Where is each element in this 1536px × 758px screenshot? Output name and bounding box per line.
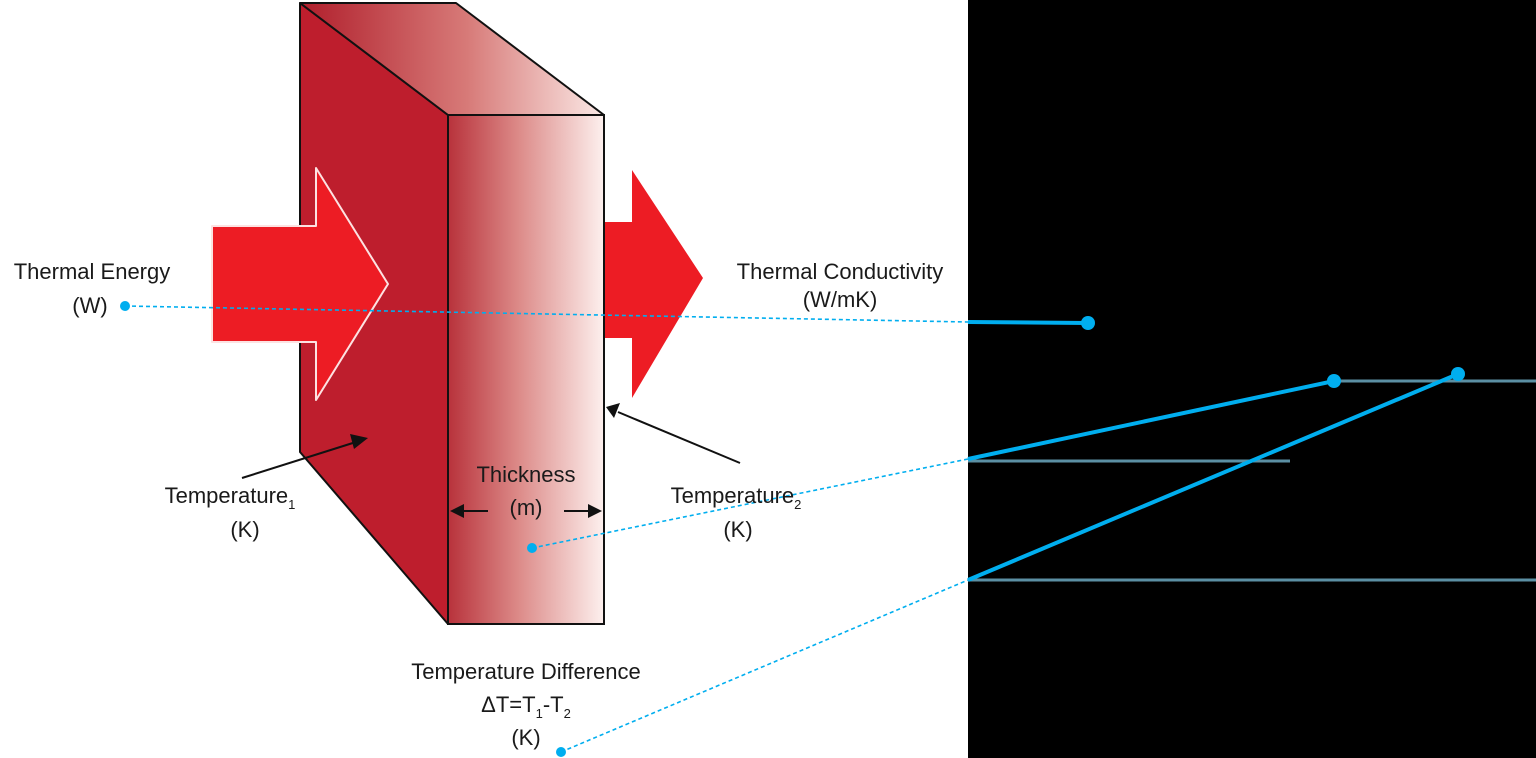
temperature-difference-label: Temperature Difference (411, 659, 641, 684)
thermal-conductivity-label: Thermal Conductivity (737, 259, 944, 284)
thickness-unit: (m) (510, 495, 543, 520)
incoming-heat-arrow (211, 167, 389, 401)
leader-temperature-difference (556, 367, 1465, 757)
leader-dot (1451, 367, 1465, 381)
leader-thickness (527, 374, 1341, 553)
thickness-label: Thickness (476, 462, 575, 487)
leader-dot (1327, 374, 1341, 388)
temperature-difference-unit: (K) (511, 725, 540, 750)
thermal-energy-label: Thermal Energy (14, 259, 171, 284)
leader-dot (120, 301, 130, 311)
thermal-energy-unit: (W) (72, 293, 107, 318)
temperature1-unit: (K) (230, 517, 259, 542)
leader-dot (1081, 316, 1095, 330)
leader-dot (556, 747, 566, 757)
wall-side-face (447, 114, 605, 625)
thermal-conductivity-unit: (W/mK) (803, 287, 878, 312)
thickness-left-arrow (450, 504, 488, 518)
temperature2-label: Temperature2 (671, 483, 802, 512)
temperature1-label: Temperature1 (165, 483, 296, 512)
temperature2-unit: (K) (723, 517, 752, 542)
leader-dot (527, 543, 537, 553)
temperature1-pointer-arrow (241, 434, 368, 479)
thickness-right-arrow (564, 504, 602, 518)
leader-thermal-energy (120, 301, 1095, 330)
temperature-difference-equation: ΔT=T1-T2 (481, 692, 571, 721)
temperature2-pointer-arrow (606, 403, 741, 464)
